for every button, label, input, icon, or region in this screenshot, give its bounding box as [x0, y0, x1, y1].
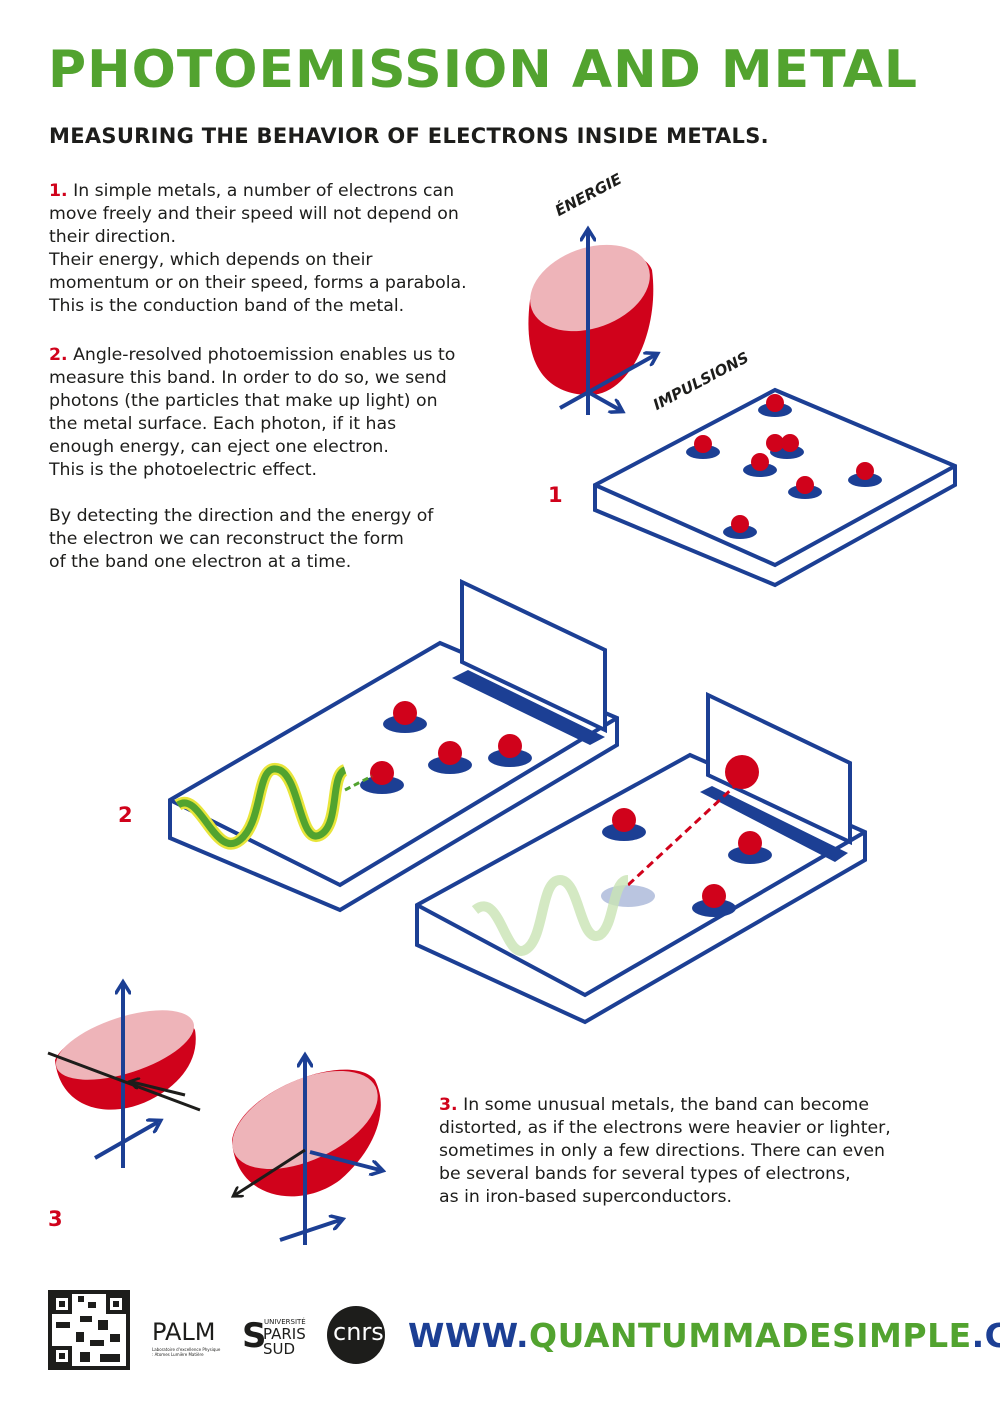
text-line: momentum or on their speed, forms a para…	[49, 273, 467, 293]
logo-text: UNIVERSITÉ	[264, 1318, 306, 1326]
text-line: be several bands for several types of el…	[439, 1164, 851, 1184]
text-line: of the band one electron at a time.	[49, 552, 352, 572]
section-2-text: 2. Angle-resolved photoemission enables …	[49, 344, 455, 574]
logo-text: SUD	[263, 1340, 296, 1358]
text-line: Angle-resolved photoemission enables us …	[73, 345, 456, 365]
qr-code	[48, 1290, 130, 1370]
cnrs-logo-text: cnrs	[333, 1318, 384, 1346]
url-main: QUANTUMMADESIMPLE	[529, 1316, 972, 1355]
url-prefix: WWW.	[408, 1316, 530, 1355]
url-suffix: .COM	[971, 1316, 1000, 1355]
text-line: enough energy, can eject one electron.	[49, 437, 389, 457]
palm-logo: PALM	[152, 1318, 216, 1346]
figure-label-1: 1	[548, 483, 563, 507]
parabola-band-figure	[528, 229, 662, 415]
text-line: the metal surface. Each photon, if it ha…	[49, 414, 397, 434]
text-line: the electron we can reconstruct the form	[49, 529, 404, 549]
distorted-band-figure	[47, 985, 393, 1245]
figure-label-2: 2	[118, 803, 133, 827]
metal-surface-3	[415, 691, 867, 1025]
text-line: Their energy, which depends on their	[49, 250, 373, 270]
section-3-text: 3. In some unusual metals, the band can …	[439, 1094, 891, 1209]
text-line: In some unusual metals, the band can bec…	[463, 1095, 870, 1115]
metal-surface-1	[593, 387, 957, 588]
text-line: This is the photoelectric effect.	[49, 460, 317, 480]
page-subtitle: MEASURING THE BEHAVIOR OF ELECTRONS INSI…	[49, 124, 769, 148]
section-number: 3.	[439, 1095, 458, 1115]
logo-text: PARIS	[263, 1325, 306, 1343]
section-1-text: 1. In simple metals, a number of electro…	[49, 180, 467, 318]
cnrs-logo	[327, 1306, 385, 1364]
page-title: PHOTOEMISSION AND METAL	[48, 40, 918, 100]
website-link[interactable]: WWW.QUANTUMMADESIMPLE.COM	[408, 1316, 1000, 1355]
figure-label-3: 3	[48, 1207, 63, 1231]
text-line: measure this band. In order to do so, we…	[49, 368, 447, 388]
text-line: photons (the particles that make up ligh…	[49, 391, 438, 411]
momentum-axis-arrow	[559, 355, 655, 410]
paris-sud-s-mark: S	[242, 1316, 267, 1356]
text-line: distorted, as if the electrons were heav…	[439, 1118, 891, 1138]
text-line: In simple metals, a number of electrons …	[73, 181, 455, 201]
text-line: as in iron-based superconductors.	[439, 1187, 732, 1207]
palm-logo-caption: Laboratoire d'excellence Physique : Atom…	[152, 1347, 221, 1357]
detector-screen	[706, 691, 852, 846]
text-line: By detecting the direction and the energ…	[49, 506, 434, 526]
section-number: 1.	[49, 181, 68, 201]
section-number: 2.	[49, 345, 68, 365]
metal-surface-2	[168, 578, 619, 913]
text-line: This is the conduction band of the metal…	[49, 296, 405, 316]
text-line: move freely and their speed will not dep…	[49, 204, 459, 224]
text-line: sometimes in only a few directions. Ther…	[439, 1141, 885, 1161]
detector-screen	[460, 578, 607, 734]
text-line: their direction.	[49, 227, 176, 247]
